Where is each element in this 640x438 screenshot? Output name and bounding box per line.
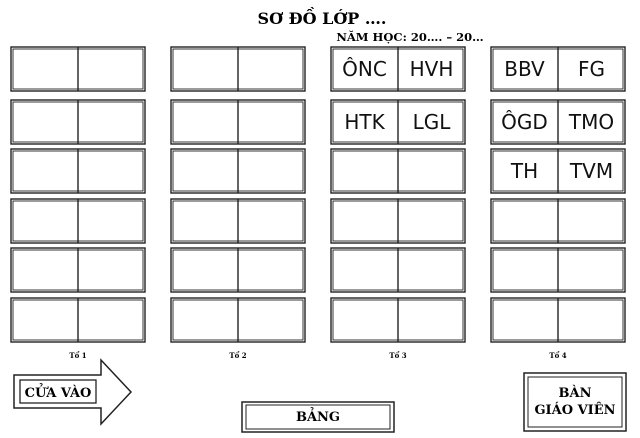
seat-name: ÔGD	[501, 110, 548, 134]
desk-group: ÔNC HVH HTK LGL Tổ 3	[330, 46, 466, 360]
desk	[170, 247, 306, 293]
desk	[10, 198, 146, 244]
teacher-desk-line2: GIÁO VIÊN	[534, 402, 615, 418]
board: BẢNG	[241, 401, 395, 433]
desk	[490, 247, 626, 293]
seat-name: ÔNC	[342, 57, 387, 81]
desk	[330, 297, 466, 343]
teacher-desk-line1: BÀN	[559, 385, 592, 401]
desk: ÔGD TMO	[490, 99, 626, 145]
seat-name: HTK	[344, 110, 385, 134]
group-label: Tổ 2	[229, 351, 246, 360]
teacher-desk: BÀN GIÁO VIÊN	[523, 372, 627, 432]
group-label: Tổ 1	[69, 351, 86, 360]
page-title: SƠ ĐỒ LỚP ….	[258, 6, 387, 28]
seat-name: LGL	[413, 110, 452, 134]
desk	[330, 247, 466, 293]
desk	[10, 297, 146, 343]
desk: HTK LGL	[330, 99, 466, 145]
school-year: NĂM HỌC: 20…. – 20…	[336, 30, 483, 44]
seat-name: HVH	[410, 57, 454, 81]
desk	[490, 297, 626, 343]
desk: TH TVM	[490, 148, 626, 194]
seat-name: BBV	[504, 57, 545, 81]
desk-group: Tổ 1	[10, 46, 146, 360]
desk	[170, 99, 306, 145]
seat-name: TVM	[569, 159, 613, 183]
desk	[10, 99, 146, 145]
desk	[170, 198, 306, 244]
desk-group: BBV FG ÔGD TMO TH TVM Tổ 4	[490, 46, 626, 360]
desk	[10, 247, 146, 293]
desk	[490, 198, 626, 244]
desk	[170, 46, 306, 92]
desk	[330, 198, 466, 244]
desk-group: Tổ 2	[170, 46, 306, 360]
seat-name: FG	[578, 57, 605, 81]
group-label: Tổ 3	[389, 351, 406, 360]
desk	[10, 148, 146, 194]
entrance-arrow: CỬA VÀO	[13, 358, 133, 426]
desk: BBV FG	[490, 46, 626, 92]
seat-name: TMO	[568, 110, 614, 134]
desk	[330, 148, 466, 194]
desk	[170, 297, 306, 343]
board-label: BẢNG	[296, 407, 340, 425]
desk: ÔNC HVH	[330, 46, 466, 92]
seat-name: TH	[510, 159, 538, 183]
desk	[170, 148, 306, 194]
desk-groups: Tổ 1 Tổ 2 ÔNC HVH HTK LGL Tổ 3 BBV FG ÔGD TMO TH TVM…	[10, 46, 626, 360]
group-label: Tổ 4	[549, 351, 566, 360]
entrance-label: CỬA VÀO	[25, 383, 92, 401]
desk	[10, 46, 146, 92]
